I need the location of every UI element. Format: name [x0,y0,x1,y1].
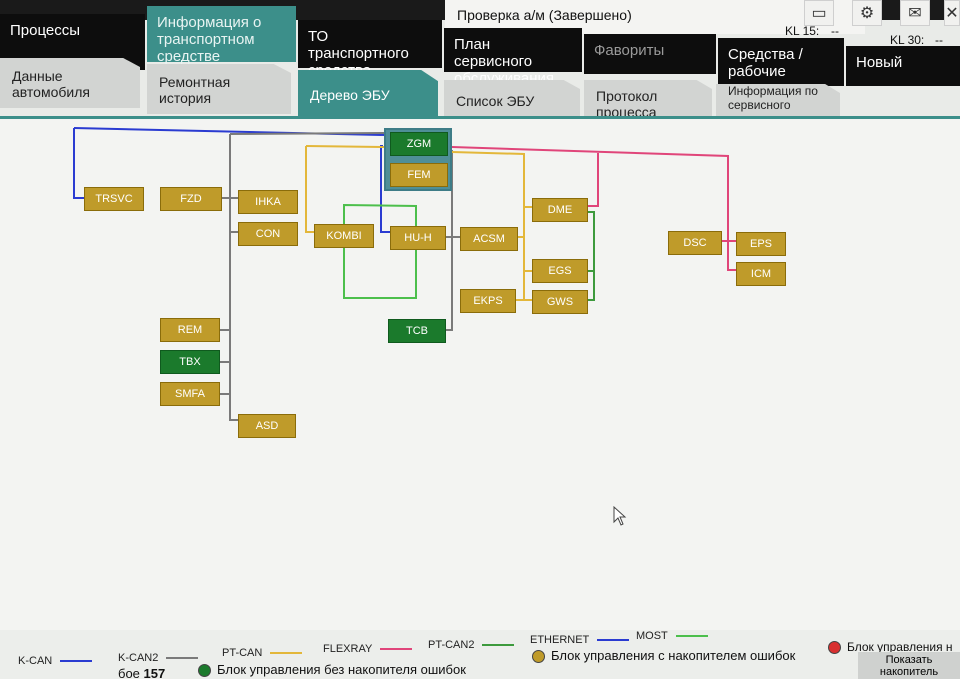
legend-no-fault: Блок управления без накопителя ошибок [198,662,466,678]
pt-can-right [451,151,525,301]
ecu-kombi[interactable]: KOMBI [314,224,374,248]
most-loop [343,246,417,299]
ecu-gws[interactable]: GWS [532,290,588,314]
pt-can-kombi [305,146,314,233]
ecu-ekps[interactable]: EKPS [460,289,516,313]
ecu-trsvc[interactable]: TRSVC [84,187,144,211]
fault-count: бое 157 [118,666,166,679]
ecu-con[interactable]: CON [238,222,298,246]
tab-vehicle-info[interactable]: Информация о транспортном средстве [147,6,296,65]
k-can2-trunk [229,134,238,421]
ecu-hu-h[interactable]: HU-H [390,226,446,250]
ecu-rem[interactable]: REM [160,318,220,342]
legend-pt-can: PT-CAN [222,647,303,659]
subtab-vehicle-data[interactable]: Данные автомобиля [0,58,140,108]
ecu-acsm[interactable]: ACSM [460,227,518,251]
kl30-value: -- [935,33,943,47]
ecu-tcb[interactable]: TCB [388,319,446,343]
yellow-dot-icon [532,650,545,664]
legend-unresponsive: Блок управления н [828,640,953,655]
ecu-dsc[interactable]: DSC [668,231,722,255]
kl15-value: -- [831,24,839,38]
ecu-tbx[interactable]: TBX [160,350,220,374]
ecu-asd[interactable]: ASD [238,414,296,438]
flexray-line [451,146,736,271]
ecu-fzd[interactable]: FZD [160,187,222,211]
green-dot-icon [198,664,211,678]
ecu-dme[interactable]: DME [532,198,588,222]
ecu-icm[interactable]: ICM [736,262,786,286]
ecu-smfa[interactable]: SMFA [160,382,220,406]
legend-pt-can2: PT-CAN2 [428,639,515,651]
mail-icon[interactable]: ✉ [900,0,930,26]
gear-icon[interactable]: ⚙ [852,0,882,26]
tab-fluids[interactable]: Средства / рабочие жидкости [718,38,844,97]
tab-new[interactable]: Новый [846,46,960,86]
ecu-fem[interactable]: FEM [390,163,448,187]
ecu-egs[interactable]: EGS [532,259,588,283]
legend-ethernet: ETHERNET [530,634,630,646]
bus-legend [0,630,960,679]
legend-flexray: FLEXRAY [323,643,413,655]
ecu-ihka[interactable]: IHKA [238,190,298,214]
subtab-repair-history[interactable]: Ремонтная история [147,64,291,114]
k-can-line [73,128,84,199]
pt-can2-line [588,211,595,301]
k-can2-tcb [446,150,453,331]
ecu-zgm[interactable]: ZGM [390,132,448,156]
tab-favorites[interactable]: Фавориты [584,34,716,74]
legend-with-fault: Блок управления с накопителем ошибок [532,648,795,664]
kl15-label: KL 15: [785,24,820,38]
mouse-cursor-icon [613,506,627,526]
ecu-eps[interactable]: EPS [736,232,786,256]
pt-can-top [305,145,385,148]
legend-k-can: K-CAN [18,655,93,667]
status-title: Проверка а/м (Завершено) [457,7,632,23]
legend-k-can2: K-CAN2 [118,652,199,664]
show-fault-memory-button[interactable]: Показать накопитель [858,652,960,679]
red-dot-icon [828,641,841,655]
kl30-label: KL 30: [890,33,925,47]
k-can2-top [229,132,385,135]
document-icon[interactable]: ▭ [804,0,834,26]
legend-most: MOST [636,630,708,642]
